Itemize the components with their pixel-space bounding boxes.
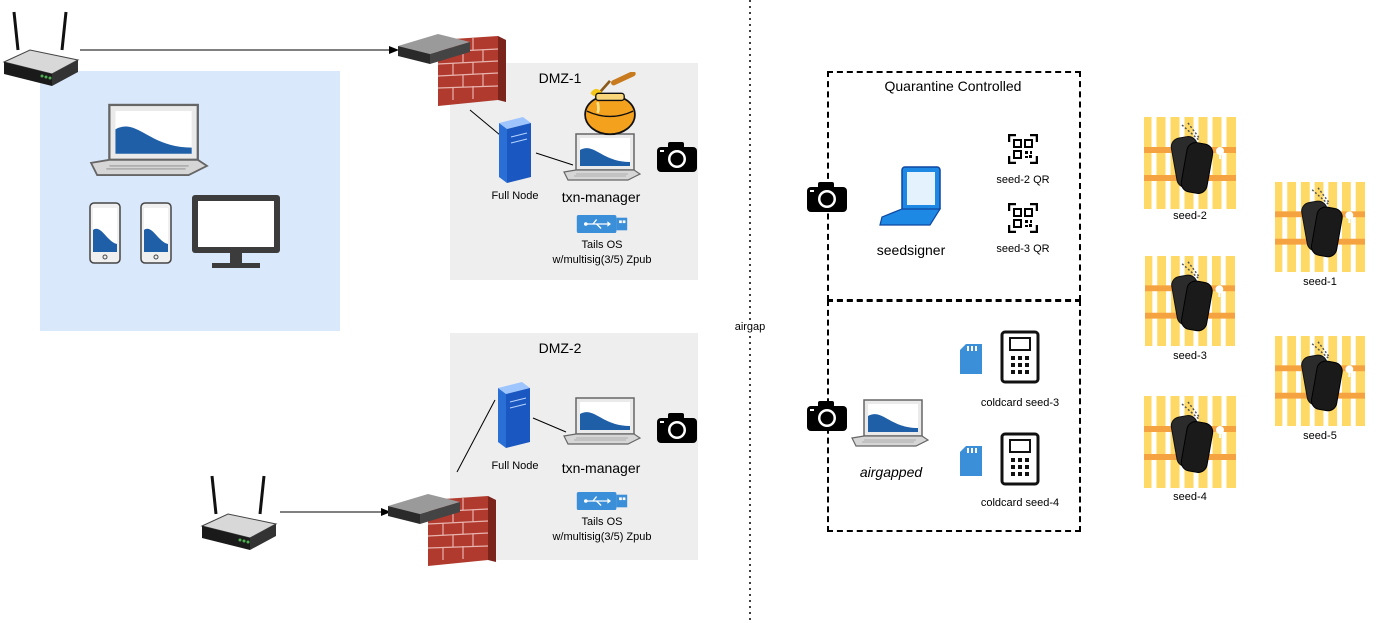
laptop-icon [563,133,641,181]
qr-code-icon [1008,203,1038,233]
quarantine-title: Quarantine Controlled [884,78,1022,94]
camera-icon [657,413,697,443]
dmz2-tails-zpub-label: w/multisig(3/5) Zpub [552,531,652,543]
seed-safe-icon [1274,182,1366,272]
airgap-label: airgap [726,321,774,333]
seed-label: seed-1 [1303,276,1337,288]
dmz1-tails-label: Tails OS [581,239,623,251]
usb-icon [576,215,628,233]
fullnode2-to-txn2 [532,417,567,433]
seed3-qr-label: seed-3 QR [996,243,1050,255]
seed2-qr-label: seed-2 QR [996,174,1050,186]
dmz1-title: DMZ-1 [538,70,582,86]
coldcard-seed4-label: coldcard seed-4 [980,497,1060,509]
quarantine-zone [827,71,1081,301]
coldcard-seed3-label: coldcard seed-3 [980,397,1060,409]
seedsigner-label: seedsigner [876,242,946,258]
dmz2-tails-label: Tails OS [581,516,623,528]
dmz1-txn-manager-label: txn-manager [561,189,641,205]
dmz1-full-node-label: Full Node [491,190,539,202]
seed-safe-icon [1144,117,1236,209]
seed-label: seed-2 [1173,210,1207,222]
firewall-icon [398,33,507,107]
dmz2-txn-manager-label: txn-manager [561,460,641,476]
seed-safe-icon [1144,396,1236,488]
seed-safe-icon [1274,336,1366,426]
camera-icon [807,401,847,431]
firewall2-to-fullnode2 [456,399,496,473]
laptop-icon [851,399,929,447]
sd-card-icon [960,446,982,476]
laptop-icon [563,397,641,445]
seed-safe-icon [1144,256,1236,346]
coldcard-icon [1000,432,1040,486]
server-icon [498,116,532,184]
firewall-icon [388,493,497,567]
usb-icon [576,492,628,510]
sd-card-icon [960,344,982,374]
camera-icon [807,182,847,212]
qr-code-icon [1008,134,1038,164]
firewall1-to-fullnode1 [469,109,501,136]
dmz2-full-node-label: Full Node [491,460,539,472]
camera-icon [657,142,697,172]
fullnode1-to-txn1 [535,152,574,166]
seed-label: seed-5 [1303,430,1337,442]
server-icon [497,381,531,449]
dmz1-tails-zpub-label: w/multisig(3/5) Zpub [552,254,652,266]
coldcard-icon [1000,330,1040,384]
seedsigner-laptop-icon [879,166,942,226]
dmz2-title: DMZ-2 [538,340,582,356]
seed-label: seed-4 [1173,491,1207,503]
airgapped-label: airgapped [859,464,923,480]
honeypot-icon [583,72,638,136]
seed-label: seed-3 [1173,350,1207,362]
